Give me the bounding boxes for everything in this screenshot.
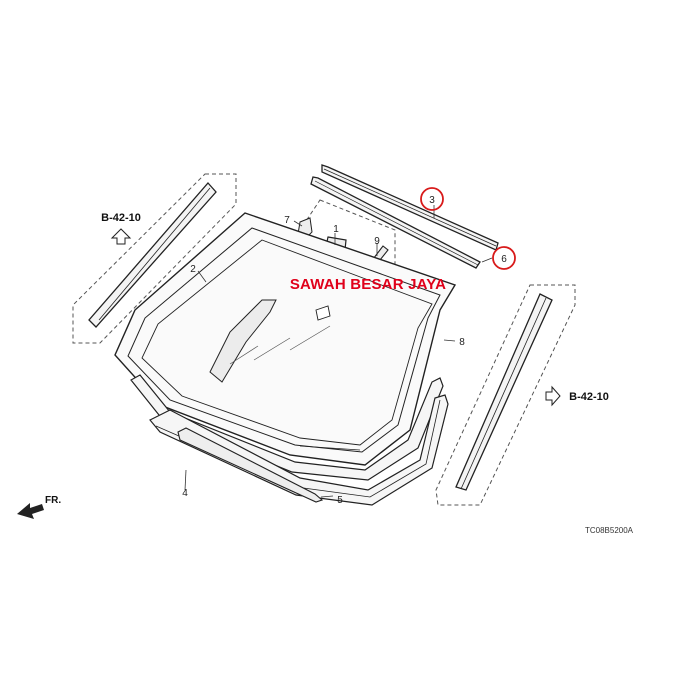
right-arrow-icon — [545, 385, 561, 407]
windshield-glass — [114, 212, 457, 466]
reference-right-label: B-42-10 — [569, 391, 609, 403]
callout-2-label: 2 — [190, 264, 196, 275]
right-pillar-molding-group — [435, 284, 576, 506]
left-pillar-molding-group — [72, 173, 237, 344]
front-indicator-label: FR. — [45, 495, 61, 506]
reference-left-label: B-42-10 — [101, 212, 141, 224]
watermark-text: SAWAH BESAR JAYA — [290, 276, 446, 293]
up-arrow-icon — [110, 228, 132, 245]
callout-6-highlight — [492, 246, 516, 270]
callout-7-label: 7 — [284, 215, 290, 226]
callout-3-label: 3 — [429, 195, 435, 206]
lower-strip — [177, 427, 324, 503]
callout-6-label: 6 — [501, 254, 507, 265]
callout-1-label: 1 — [333, 224, 339, 235]
leader-lines — [184, 205, 493, 498]
front-arrow-icon — [17, 503, 44, 519]
callout-8-label: 8 — [459, 337, 465, 348]
callout-5-label: 5 — [337, 495, 343, 506]
callout-9-label: 9 — [374, 236, 380, 247]
callout-4-label: 4 — [182, 488, 188, 499]
drawing-code: TC08B5200A — [585, 526, 634, 535]
reference-left[interactable]: B-42-10 — [101, 212, 141, 245]
upper-molding-group — [310, 164, 499, 269]
front-direction-indicator: FR. — [17, 495, 61, 519]
reference-right[interactable]: B-42-10 — [545, 385, 609, 407]
callout-3-highlight — [420, 187, 444, 211]
